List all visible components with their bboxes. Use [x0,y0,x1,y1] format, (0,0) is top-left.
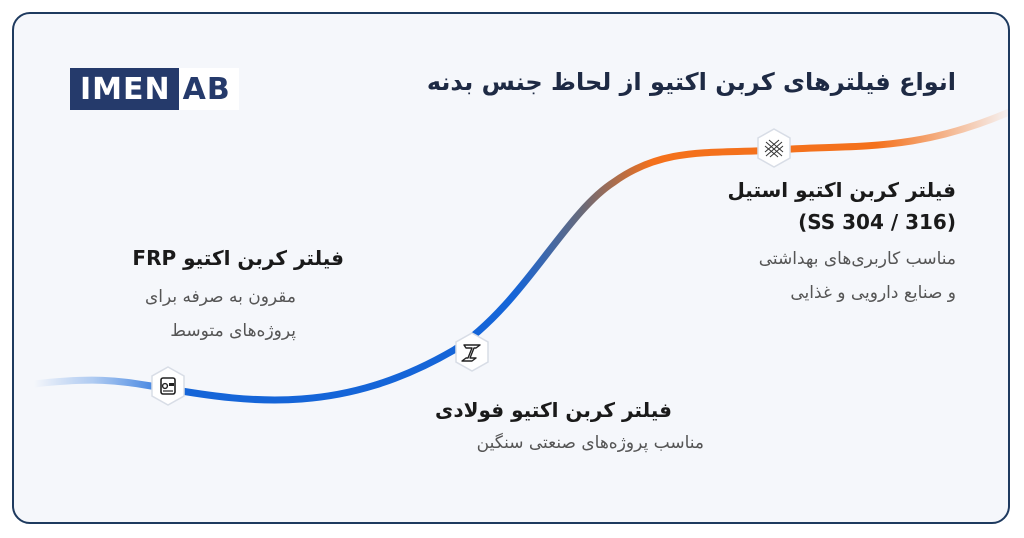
logo-part-imen: IMEN [70,68,179,110]
stainless-desc-line-2: و صنایع دارویی و غذایی [790,283,956,303]
steel-filter-description: مناسب پروژه‌های صنعتی سنگین [404,426,704,460]
steel-beam-icon [454,332,490,372]
frp-desc-line-1: مقرون به صرفه برای [144,287,296,307]
logo-part-ab: AB [178,68,239,110]
frp-filter-title: فیلتر کربن اکتیو FRP [132,246,344,270]
frp-filter-description: مقرون به صرفه برای پروژه‌های متوسط [76,280,296,348]
mesh-icon [756,128,792,168]
stainless-filter-title: فیلتر کربن اکتیو استیل (SS 304 / 316) [676,174,956,238]
stainless-desc-line-1: مناسب کاربری‌های بهداشتی [758,249,956,269]
stainless-title-line-1: فیلتر کربن اکتیو استیل [727,178,956,202]
steel-desc-line-1: مناسب پروژه‌های صنعتی سنگین [476,433,704,453]
page-title: انواع فیلترهای کربن اکتیو از لحاظ جنس بد… [426,68,956,96]
frp-tank-icon [150,366,186,406]
stainless-filter-description: مناسب کاربری‌های بهداشتی و صنایع دارویی … [676,242,956,310]
infographic-card: IMEN AB انواع فیلترهای کربن اکتیو از لحا… [12,12,1010,524]
frp-desc-line-2: پروژه‌های متوسط [170,321,296,341]
steel-filter-title: فیلتر کربن اکتیو فولادی [435,398,672,422]
imenab-logo: IMEN AB [70,68,239,110]
stainless-title-line-2: (SS 304 / 316) [798,210,956,234]
